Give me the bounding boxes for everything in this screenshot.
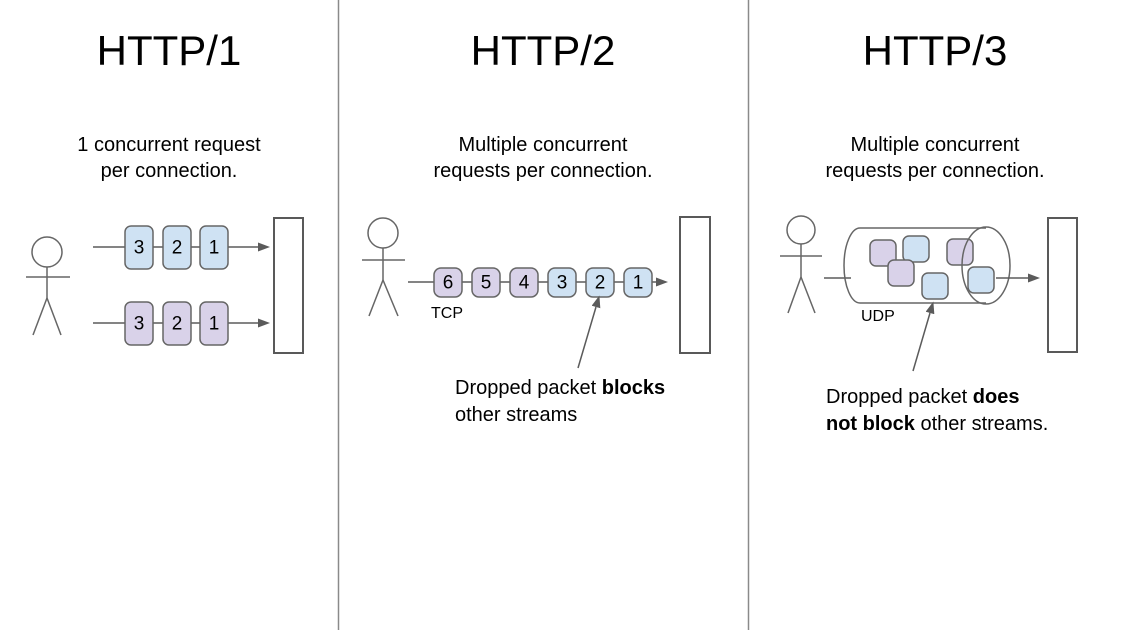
- tcp-label: TCP: [431, 305, 463, 322]
- annotation-text: other streams: [455, 404, 578, 426]
- packet-box-purple: [946, 238, 974, 266]
- panel-http2: HTTP/2 Multiple concurrent requests per …: [338, 0, 748, 630]
- http1-client-stick-figure: [26, 236, 70, 336]
- packet-box-exiting: [967, 266, 995, 294]
- http2-client-stick-figure: [362, 217, 405, 317]
- stick-figure-leg: [368, 279, 384, 317]
- packet-label: 1: [633, 273, 644, 294]
- udp-label: UDP: [861, 308, 895, 325]
- panel-http1-title: HTTP/1: [96, 27, 242, 74]
- packet-box-purple: [869, 239, 897, 267]
- stick-figure-leg: [46, 297, 62, 336]
- packet-box-purple: [887, 259, 915, 287]
- packet-box: [199, 301, 229, 346]
- stick-figure-leg: [382, 279, 399, 317]
- subtitle-line: Multiple concurrent: [850, 134, 1020, 156]
- http1-stream1-packets: 3 2 1: [124, 225, 229, 270]
- stick-figure-leg: [787, 276, 802, 314]
- annotation-line: Dropped packet blocks: [455, 375, 695, 402]
- subtitle-line: per connection.: [100, 160, 238, 182]
- packet-label: 3: [134, 238, 145, 259]
- annotation-line: Dropped packet does: [826, 384, 1086, 411]
- packet-label: 1: [209, 238, 220, 259]
- packet-box: [471, 267, 501, 298]
- subtitle-line: Multiple concurrent: [458, 134, 628, 156]
- packet-box: [547, 267, 577, 298]
- http1-server-box: [273, 217, 304, 354]
- stick-figure-head: [367, 217, 399, 249]
- packet-label: 4: [519, 273, 530, 294]
- packet-label: 6: [443, 273, 454, 294]
- annotation-bold-text: not block: [826, 413, 915, 435]
- packet-box: [433, 267, 463, 298]
- subtitle-line: 1 concurrent request: [77, 134, 261, 156]
- http3-client-stick-figure: [780, 215, 822, 314]
- annotation-text: Dropped packet: [455, 377, 602, 399]
- packet-label: 5: [481, 273, 492, 294]
- packet-box: [199, 225, 229, 270]
- packet-label: 1: [209, 314, 220, 335]
- subtitle-line: requests per connection.: [433, 160, 653, 182]
- stick-figure-leg: [32, 297, 48, 336]
- packet-box: [509, 267, 539, 298]
- subtitle-line: requests per connection.: [825, 160, 1045, 182]
- stick-figure-head: [31, 236, 63, 268]
- http3-dropped-packet-annotation: Dropped packet does not block other stre…: [826, 384, 1086, 438]
- panel-http3-subtitle: Multiple concurrent requests per connect…: [748, 132, 1122, 184]
- annotation-line: other streams: [455, 402, 695, 429]
- packet-box: [124, 225, 154, 270]
- http1-stream2-packets: 3 2 1: [124, 301, 229, 346]
- panel-http1-subtitle: 1 concurrent request per connection.: [0, 132, 338, 184]
- packet-box-blue: [902, 235, 930, 263]
- udp-tunnel-body: [843, 227, 986, 304]
- packet-label: 2: [172, 314, 183, 335]
- panel-http1: HTTP/1 1 concurrent request per connecti…: [0, 0, 338, 630]
- packet-label: 3: [134, 314, 145, 335]
- packet-box: [623, 267, 653, 298]
- http2-packets: 6 5 4 3 2 1: [433, 267, 653, 298]
- stick-figure-leg: [800, 276, 816, 314]
- panel-http3: HTTP/3 Multiple concurrent requests per …: [748, 0, 1122, 630]
- packet-label: 3: [557, 273, 568, 294]
- packet-box: [162, 225, 192, 270]
- stick-figure-head: [786, 215, 816, 245]
- http3-server-box: [1047, 217, 1078, 353]
- packet-box: [162, 301, 192, 346]
- http3-packets: [869, 235, 974, 300]
- annotation-text: other streams.: [914, 413, 1049, 435]
- http2-dropped-packet-pointer-arrow: [577, 295, 601, 369]
- annotation-line: not block other streams.: [826, 411, 1086, 438]
- udp-tunnel-mouth: [961, 226, 1011, 305]
- panel-http2-title: HTTP/2: [470, 27, 616, 74]
- packet-label: 2: [172, 238, 183, 259]
- http2-dropped-packet-annotation: Dropped packet blocks other streams: [455, 375, 695, 429]
- panel-http2-subtitle: Multiple concurrent requests per connect…: [338, 132, 748, 184]
- http3-dropped-packet-pointer-arrow: [912, 301, 935, 372]
- http2-server-box: [679, 216, 711, 354]
- packet-box-blue: [921, 272, 949, 300]
- annotation-bold-text: blocks: [601, 377, 666, 399]
- annotation-bold-text: does: [972, 386, 1020, 408]
- annotation-text: Dropped packet: [826, 386, 973, 408]
- panel-http3-title: HTTP/3: [862, 27, 1008, 74]
- packet-label: 2: [595, 273, 606, 294]
- packet-box: [124, 301, 154, 346]
